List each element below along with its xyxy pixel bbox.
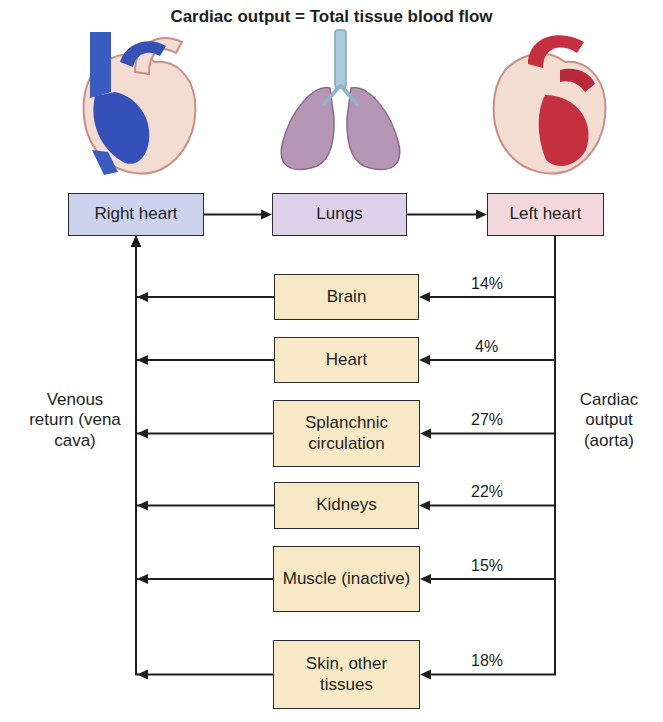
junction-arrow-head [137, 429, 148, 439]
arrow-head [131, 236, 141, 247]
junction-arrow-head [137, 501, 148, 511]
right-heart-illustration [84, 32, 196, 175]
flow-arrow [131, 236, 273, 680]
inferior-vena-cava [92, 150, 118, 175]
pulmonary-artery [120, 41, 166, 67]
flow-percentage: 14% [469, 274, 505, 293]
arrow-head [419, 292, 430, 302]
flow-percentage: 4% [473, 337, 500, 356]
left-ventricle [539, 95, 589, 166]
flow-arrow [131, 236, 274, 365]
flow-line [136, 240, 273, 579]
arrow-head [131, 236, 141, 247]
junction-arrow-head [137, 574, 148, 584]
organ-box: Heart [274, 337, 419, 383]
box-label: Brain [327, 287, 367, 307]
aorta-arch [528, 35, 584, 68]
flow-percentage: 15% [469, 556, 505, 575]
arrow-head [419, 501, 430, 511]
diagram-title: Cardiac output = Total tissue blood flow [0, 7, 663, 27]
flow-line [136, 240, 273, 675]
flow-line [136, 240, 274, 360]
flow-arrow [204, 210, 272, 220]
flow-percentage: 18% [469, 651, 505, 670]
trachea [335, 30, 346, 88]
flow-arrow [419, 236, 555, 302]
organ-box: Muscle (inactive) [273, 546, 420, 612]
flow-arrow [131, 236, 274, 511]
flow-arrow [131, 236, 273, 439]
heart-outline [494, 54, 606, 174]
organ-box: Brain [274, 274, 419, 320]
flow-line [423, 236, 555, 506]
arrow-head [131, 236, 141, 247]
flow-line [136, 240, 274, 506]
junction-arrow-head [137, 355, 148, 365]
flow-arrow [420, 236, 555, 439]
flow-percentage: 22% [469, 482, 505, 501]
flow-arrow [419, 236, 555, 365]
arrow-head [420, 574, 431, 584]
organ-box: Kidneys [274, 482, 419, 529]
arrow-head [131, 236, 141, 247]
flow-line [424, 236, 555, 579]
arrow-head [476, 210, 487, 220]
box-label: Lungs [316, 204, 362, 224]
flow-arrow [407, 210, 487, 220]
circuit-box: Right heart [68, 193, 204, 236]
arrow-head [420, 429, 431, 439]
flow-arrow [420, 236, 555, 584]
flow-line [424, 236, 555, 434]
arrow-head [419, 355, 430, 365]
flow-line [407, 214, 483, 216]
flow-line [423, 236, 555, 297]
bronchi [324, 86, 357, 104]
circuit-box: Left heart [487, 193, 604, 236]
circuit-box: Lungs [272, 193, 407, 236]
left-heart-illustration [494, 35, 606, 173]
arrow-head [261, 210, 272, 220]
vena-cava [90, 32, 111, 98]
flow-arrow [131, 236, 274, 302]
box-label: Skin, other tissues [282, 654, 411, 695]
flow-arrow [131, 236, 273, 584]
flow-percentage: 27% [469, 410, 505, 429]
left-atrium [560, 69, 595, 92]
flow-arrow [420, 236, 555, 680]
organ-box: Splanchnic circulation [273, 400, 420, 467]
junction-arrow-head [137, 670, 148, 680]
arrow-head [420, 670, 431, 680]
flow-arrow [419, 236, 555, 511]
flow-line [424, 236, 555, 675]
organ-box: Skin, other tissues [273, 640, 420, 709]
box-label: Left heart [510, 204, 582, 224]
flow-line [423, 236, 555, 360]
flow-label: Cardiac output (aorta) [563, 390, 655, 451]
junction-arrow-head [137, 292, 148, 302]
box-label: Muscle (inactive) [283, 569, 411, 589]
box-label: Heart [326, 350, 368, 370]
arrow-head [131, 236, 141, 247]
box-label: Right heart [94, 204, 177, 224]
flow-line [136, 240, 274, 297]
arrow-head [131, 236, 141, 247]
box-label: Kidneys [316, 495, 376, 515]
flow-line [204, 214, 268, 216]
box-label: Splanchnic circulation [282, 413, 411, 454]
flow-label: Venous return (vena cava) [25, 390, 125, 451]
flow-line [136, 240, 273, 434]
lungs-illustration [281, 30, 399, 170]
